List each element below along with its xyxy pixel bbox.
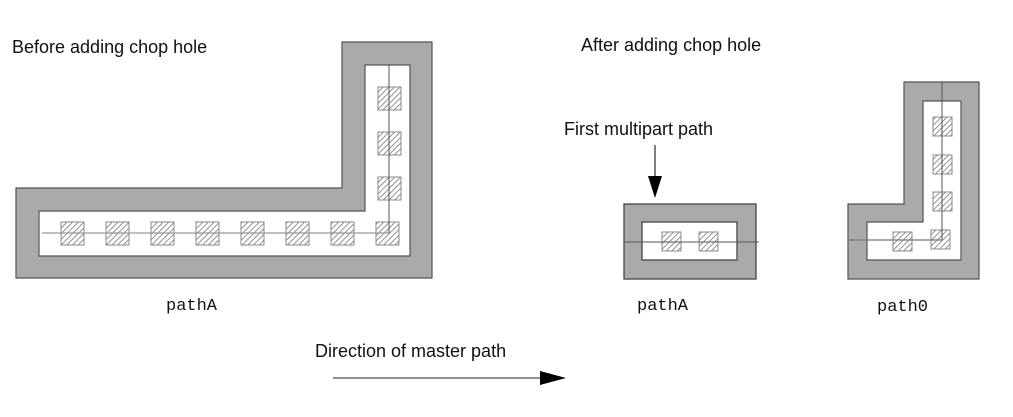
after-title: After adding chop hole — [581, 35, 762, 55]
after-second-path — [847, 81, 980, 280]
after-first-path — [623, 203, 759, 280]
first-multipart-label: First multipart path — [564, 119, 714, 139]
after-first-inner — [641, 221, 738, 261]
after-second-inner — [866, 100, 962, 261]
before-title: Before adding chop hole — [12, 37, 208, 57]
before-path-label: pathA — [166, 297, 218, 316]
after-second-path-label: path0 — [877, 298, 929, 317]
after-first-path-label: pathA — [637, 297, 689, 316]
contact — [892, 231, 913, 252]
down-arrow-icon — [648, 145, 662, 198]
direction-arrow-icon — [333, 371, 566, 385]
direction-label: Direction of master path — [315, 341, 507, 361]
before-l-path — [15, 41, 433, 279]
